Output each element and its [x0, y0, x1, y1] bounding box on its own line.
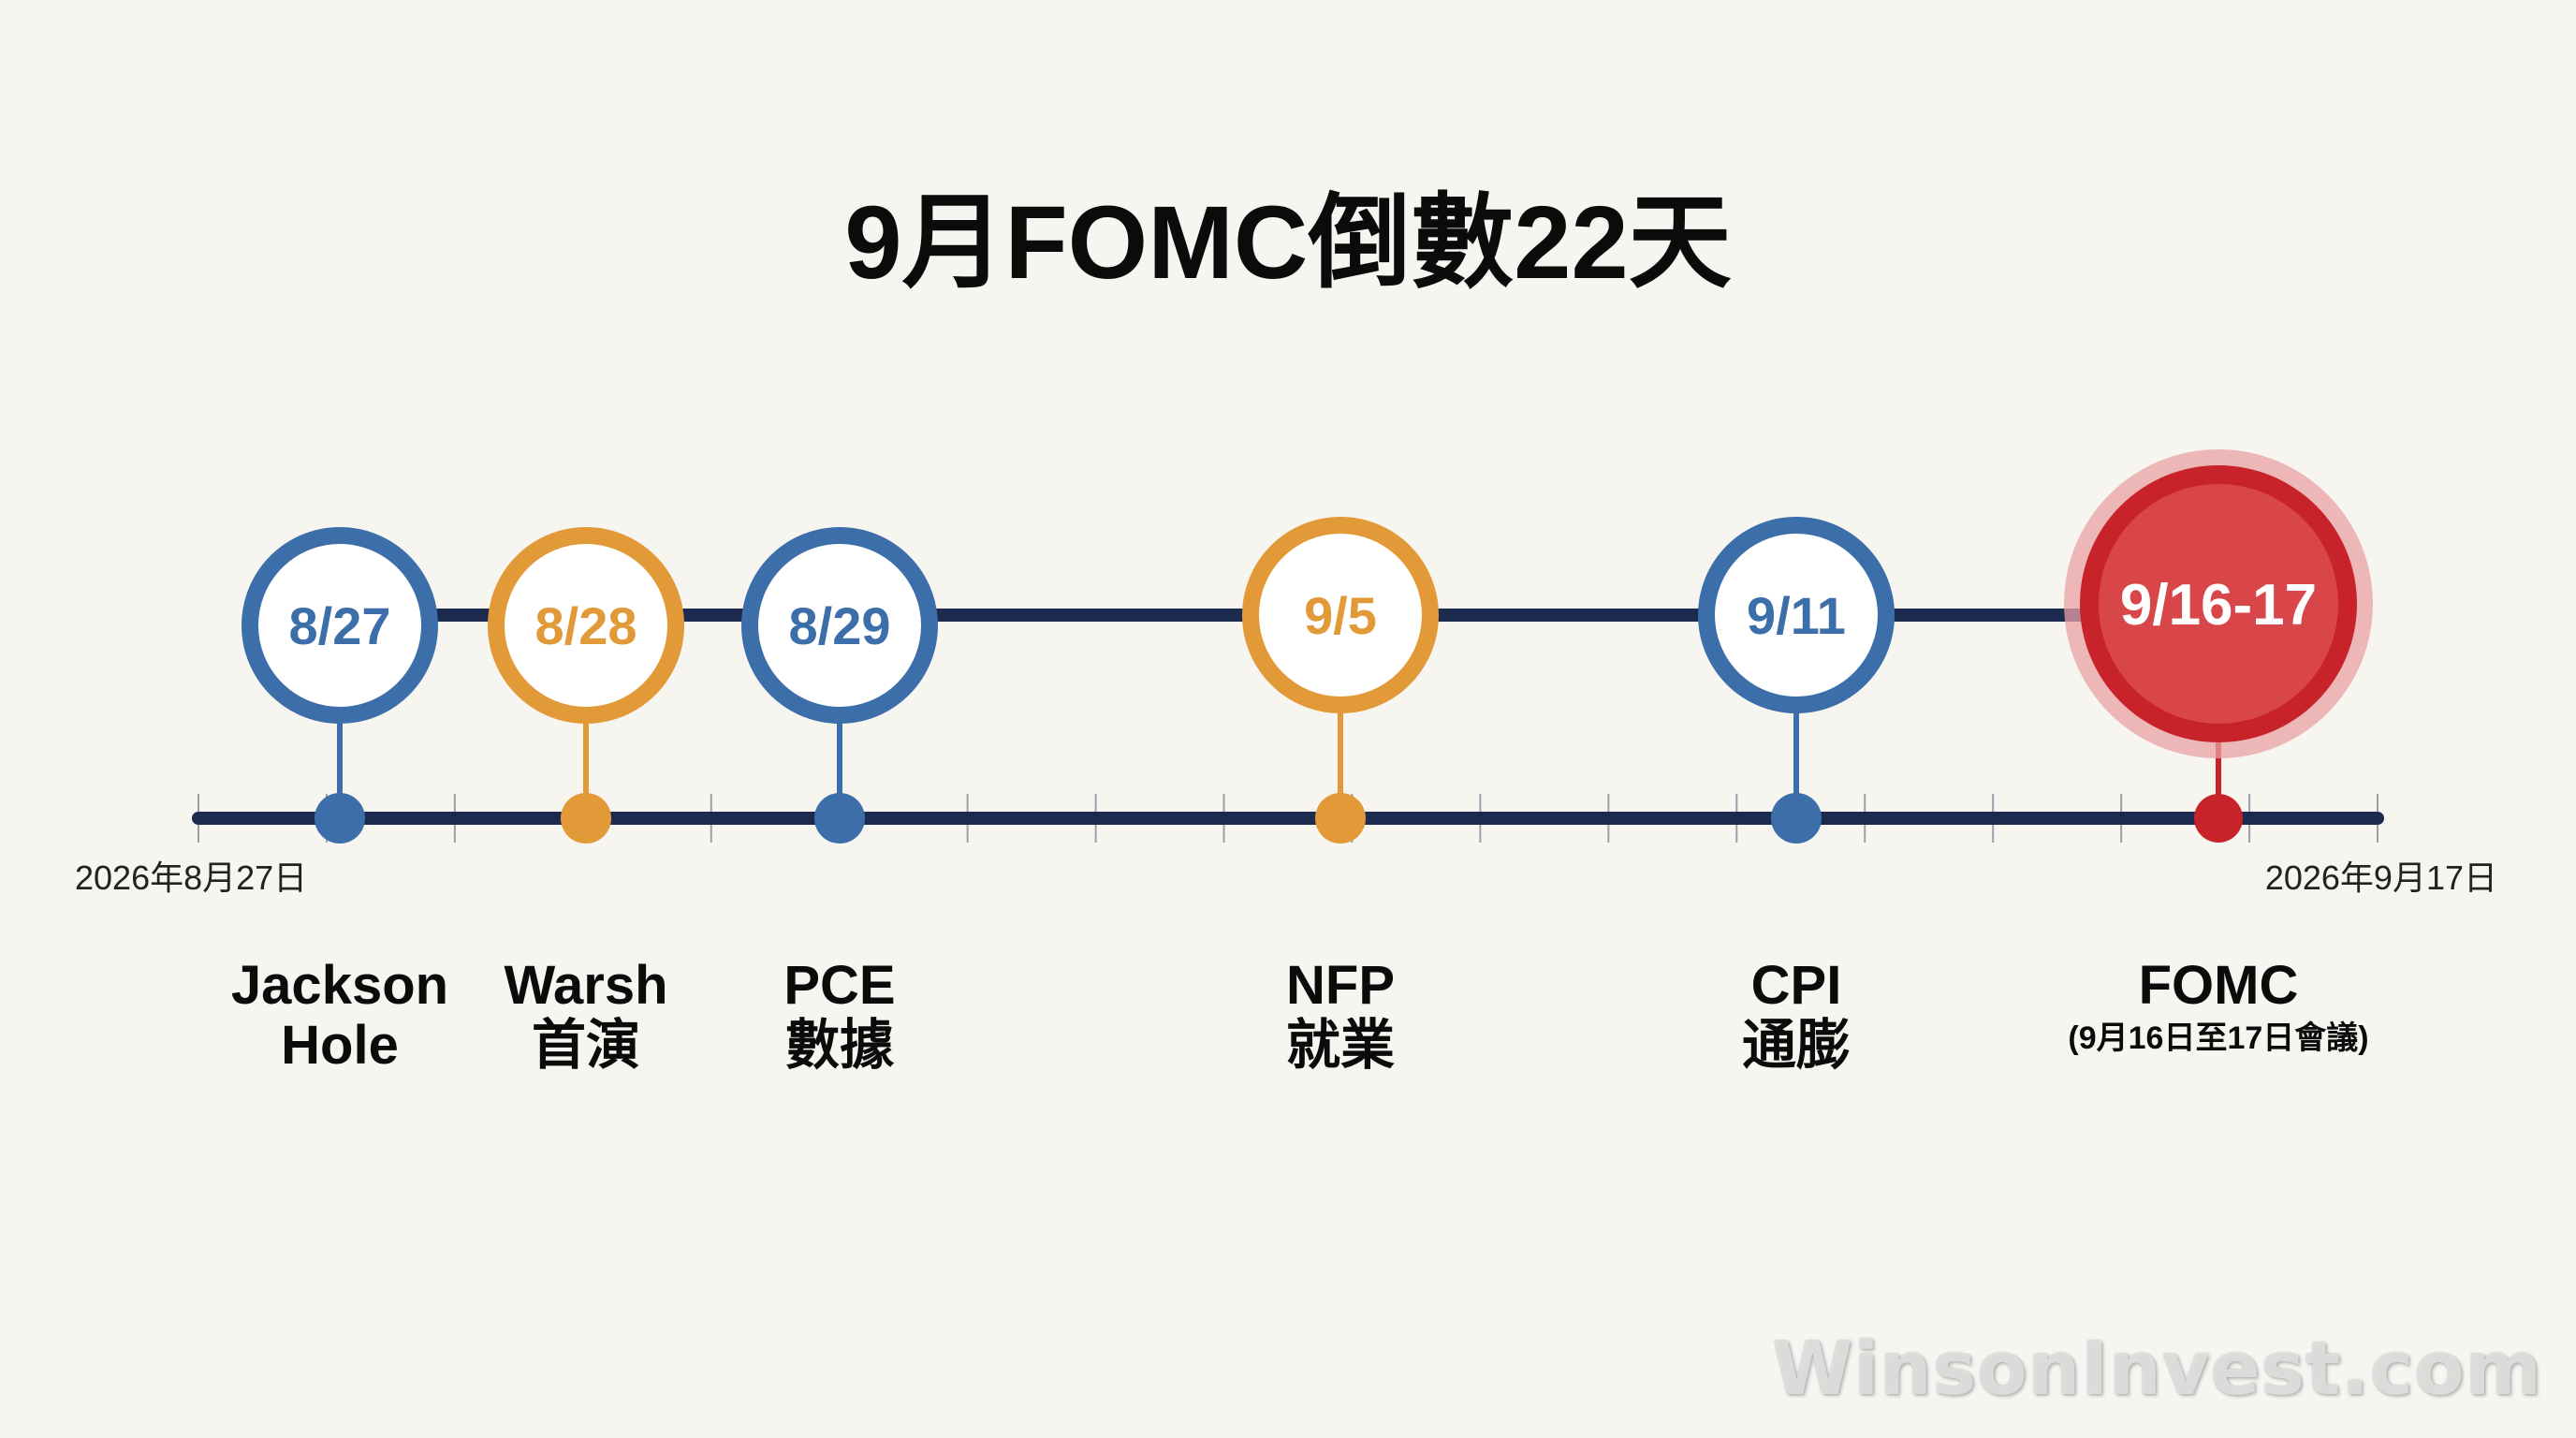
- page-title: 9月FOMC倒數22天: [844, 185, 1732, 301]
- event-label-primary: PCE: [783, 955, 895, 1016]
- event-axis-dot: [2194, 794, 2243, 843]
- event-date: 9/5: [1304, 586, 1377, 645]
- event-label-secondary: 就業: [1286, 1015, 1395, 1076]
- event-label-primary: Jackson: [231, 955, 448, 1016]
- event-date: 8/27: [289, 596, 391, 655]
- event-date: 9/11: [1747, 586, 1846, 645]
- event-circle: [1698, 517, 1895, 713]
- event-axis-dot: [561, 793, 611, 844]
- event-date: 8/29: [789, 596, 891, 655]
- event-axis-dot: [814, 793, 865, 844]
- axis-start-label: 2026年8月27日: [75, 858, 307, 897]
- event-circle: [242, 527, 438, 724]
- event-label-primary: NFP: [1286, 955, 1395, 1016]
- event-circle-inner: [2099, 484, 2338, 724]
- event-label-secondary: 通膨: [1742, 1015, 1851, 1076]
- event-label-secondary: (9月16日至17日會議): [2068, 1020, 2368, 1056]
- event-label-primary: Warsh: [504, 955, 667, 1016]
- event-label-secondary: Hole: [281, 1015, 399, 1076]
- event-axis-dot: [1315, 793, 1366, 844]
- axis-end-label: 2026年9月17日: [2265, 858, 2497, 897]
- event-label-secondary: 數據: [785, 1015, 895, 1076]
- event-date: 9/16-17: [2120, 573, 2317, 638]
- event-circle: [488, 527, 684, 724]
- event-circle: [741, 527, 938, 724]
- event-label-primary: FOMC: [2139, 955, 2299, 1016]
- event-circle: [1242, 517, 1439, 713]
- event-axis-dot: [1771, 793, 1822, 844]
- event-label-secondary: 首演: [532, 1015, 640, 1076]
- event-axis-dot: [315, 793, 365, 844]
- event-date: 8/28: [535, 596, 637, 655]
- event-label-primary: CPI: [1751, 955, 1842, 1016]
- watermark-logo: WinsonInvest.com: [1772, 1328, 2542, 1412]
